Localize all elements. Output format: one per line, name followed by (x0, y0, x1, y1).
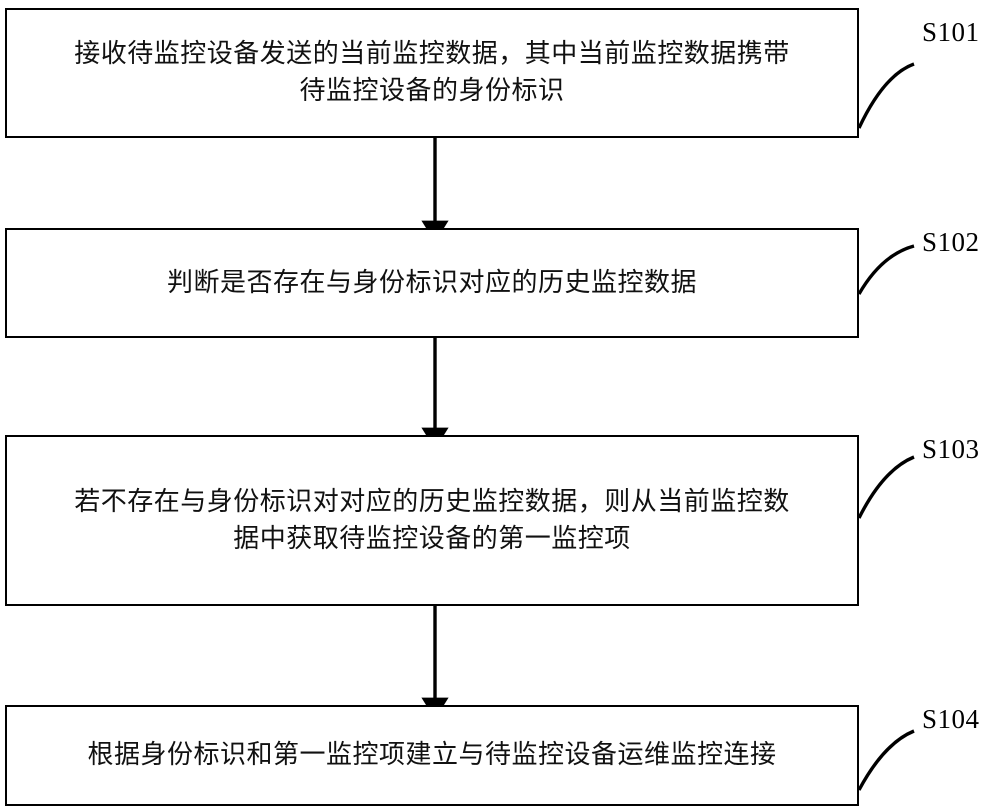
step-label-s104: S104 (922, 704, 980, 734)
step-box-s103[interactable]: 若不存在与身份标识对对应的历史监控数据，则从当前监控数据中获取待监控设备的第一监… (5, 435, 859, 606)
step-text-s102: 判断是否存在与身份标识对应的历史监控数据 (166, 267, 697, 298)
step-text-s101: 接收待监控设备发送的当前监控数据，其中当前监控数据携带待监控设备的身份标识 (74, 39, 790, 106)
step-box-s101[interactable]: 接收待监控设备发送的当前监控数据，其中当前监控数据携带待监控设备的身份标识 (5, 8, 859, 138)
step-label-s101: S101 (922, 17, 980, 47)
step-label-s102: S102 (922, 227, 980, 257)
step-label-s103: S103 (922, 434, 980, 464)
leader-line-s103 (857, 455, 915, 519)
step-box-s102[interactable]: 判断是否存在与身份标识对应的历史监控数据 (5, 228, 859, 338)
step-box-s104[interactable]: 根据身份标识和第一监控项建立与待监控设备运维监控连接 (5, 705, 859, 806)
step-text-s103: 若不存在与身份标识对对应的历史监控数据，则从当前监控数据中获取待监控设备的第一监… (74, 486, 790, 554)
leader-line-s101 (857, 62, 915, 129)
step-text-s104: 根据身份标识和第一监控项建立与待监控设备运维监控连接 (87, 740, 777, 771)
leader-line-s104 (857, 729, 915, 791)
leader-line-s102 (857, 244, 915, 295)
